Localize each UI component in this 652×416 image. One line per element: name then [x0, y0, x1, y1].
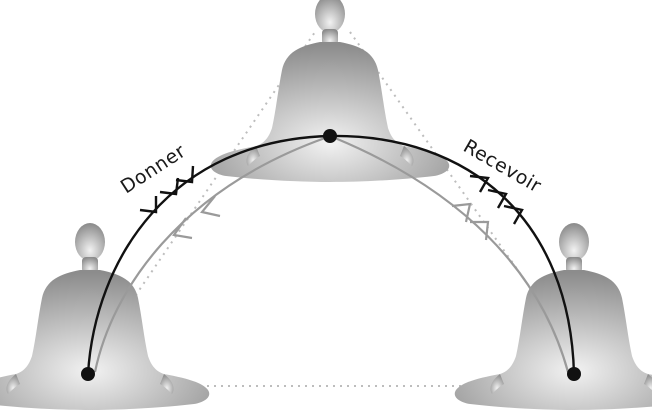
black-chevron	[140, 196, 156, 212]
label-give: Donner	[117, 140, 190, 198]
black-chevron	[488, 190, 506, 208]
node-right	[567, 367, 581, 381]
black-chevron	[160, 178, 178, 194]
top-meditating-figure	[211, 0, 449, 182]
node-top	[323, 129, 337, 143]
right-meditating-figure	[455, 223, 652, 410]
black-chevron	[504, 206, 522, 224]
left-meditating-figure	[0, 223, 209, 410]
gray-chevron	[470, 222, 488, 240]
node-left	[81, 367, 95, 381]
label-receive: Recevoir	[460, 135, 546, 197]
